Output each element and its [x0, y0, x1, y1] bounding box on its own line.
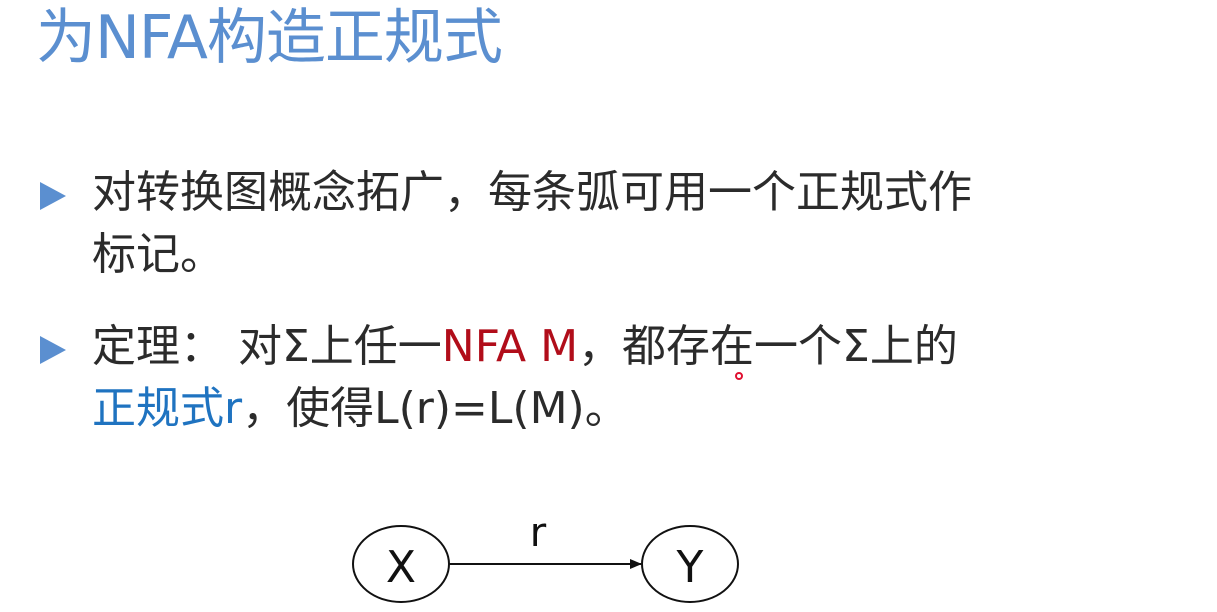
edge-label-r: r: [530, 510, 547, 556]
slide-title: 为NFA构造正规式: [36, 3, 503, 73]
state-x-label: X: [386, 542, 416, 593]
bullet-1: 对转换图概念拓广，每条弧可用一个正规式作 标记。: [40, 162, 972, 286]
triangle-bullet-icon: [40, 182, 66, 210]
theorem-prefix: 定理： 对Σ上任一: [92, 321, 442, 372]
state-y-node: Y: [641, 525, 739, 603]
bullet-1-line-1: 对转换图概念拓广，每条弧可用一个正规式作: [92, 167, 972, 218]
theorem-middle: ，都存在一个Σ上的: [578, 321, 958, 372]
bullet-1-line-2: 标记。: [92, 229, 224, 280]
triangle-bullet-icon: [40, 336, 66, 364]
theorem-suffix: ，使得L(r)=L(M)。: [242, 383, 629, 434]
regex-r-highlight: 正规式r: [92, 383, 243, 434]
pointer-cursor-icon: [735, 372, 743, 380]
bullet-2-line-1: 定理： 对Σ上任一NFA M，都存在一个Σ上的: [92, 316, 958, 378]
state-x-node: X: [352, 525, 450, 603]
bullet-2: 定理： 对Σ上任一NFA M，都存在一个Σ上的 正规式r，使得L(r)=L(M)…: [40, 316, 958, 440]
state-y-label: Y: [676, 542, 704, 593]
bullet-2-line-2: 正规式r，使得L(r)=L(M)。: [92, 378, 958, 440]
nfa-m-highlight: NFA M: [441, 321, 579, 372]
